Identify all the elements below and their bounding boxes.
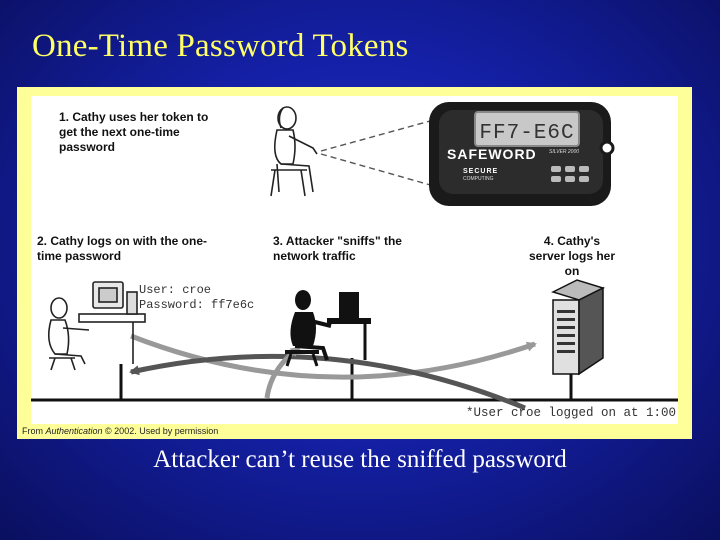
terminal-password-line: Password: ff7e6c: [139, 298, 255, 312]
replay-arrow: [129, 353, 526, 411]
token-model: SILVER 2000: [549, 149, 579, 155]
figure-frame: FF7-E6C SAFEWORD SILVER 2000 SECURE COMP…: [17, 87, 692, 439]
slide-title: One-Time Password Tokens: [32, 28, 409, 64]
otp-diagram: FF7-E6C SAFEWORD SILVER 2000 SECURE COMP…: [31, 96, 678, 424]
credit-title: Authentication: [45, 426, 103, 436]
safeword-token-icon: [429, 102, 615, 206]
credit-prefix: From: [22, 426, 46, 436]
sight-lines: [320, 117, 442, 189]
attacker-icon: [285, 290, 371, 367]
terminal-user-line: User: croe: [139, 283, 212, 297]
server-log-message: *User croe logged on at 1:00: [466, 406, 676, 420]
step-3-label: 3. Attacker "sniffs" the network traffic: [273, 234, 402, 263]
step-2-label: 2. Cathy logs on with the one-time passw…: [37, 234, 208, 263]
image-credit: From Authentication © 2002. Used by perm…: [22, 426, 218, 436]
step-1-label: 1. Cathy uses her token to get the next …: [59, 110, 209, 154]
slide-caption: Attacker can’t reuse the sniffed passwor…: [153, 446, 567, 473]
cathy-token-user-icon: [270, 106, 318, 197]
server-icon: [550, 279, 606, 376]
login-arrow: [130, 333, 537, 380]
token-maker-line1: SECURE: [463, 168, 498, 175]
token-maker-line2: COMPUTING: [463, 176, 494, 182]
diagram-graphics: FF7-E6C SAFEWORD SILVER 2000 SECURE COMP…: [31, 102, 678, 420]
credit-suffix: © 2002. Used by permission: [102, 426, 219, 436]
cathy-workstation-icon: [47, 281, 146, 371]
step-4-label: 4. Cathy's server logs her on: [528, 234, 616, 278]
token-brand: SAFEWORD: [447, 146, 537, 162]
token-display: FF7-E6C: [479, 122, 574, 145]
